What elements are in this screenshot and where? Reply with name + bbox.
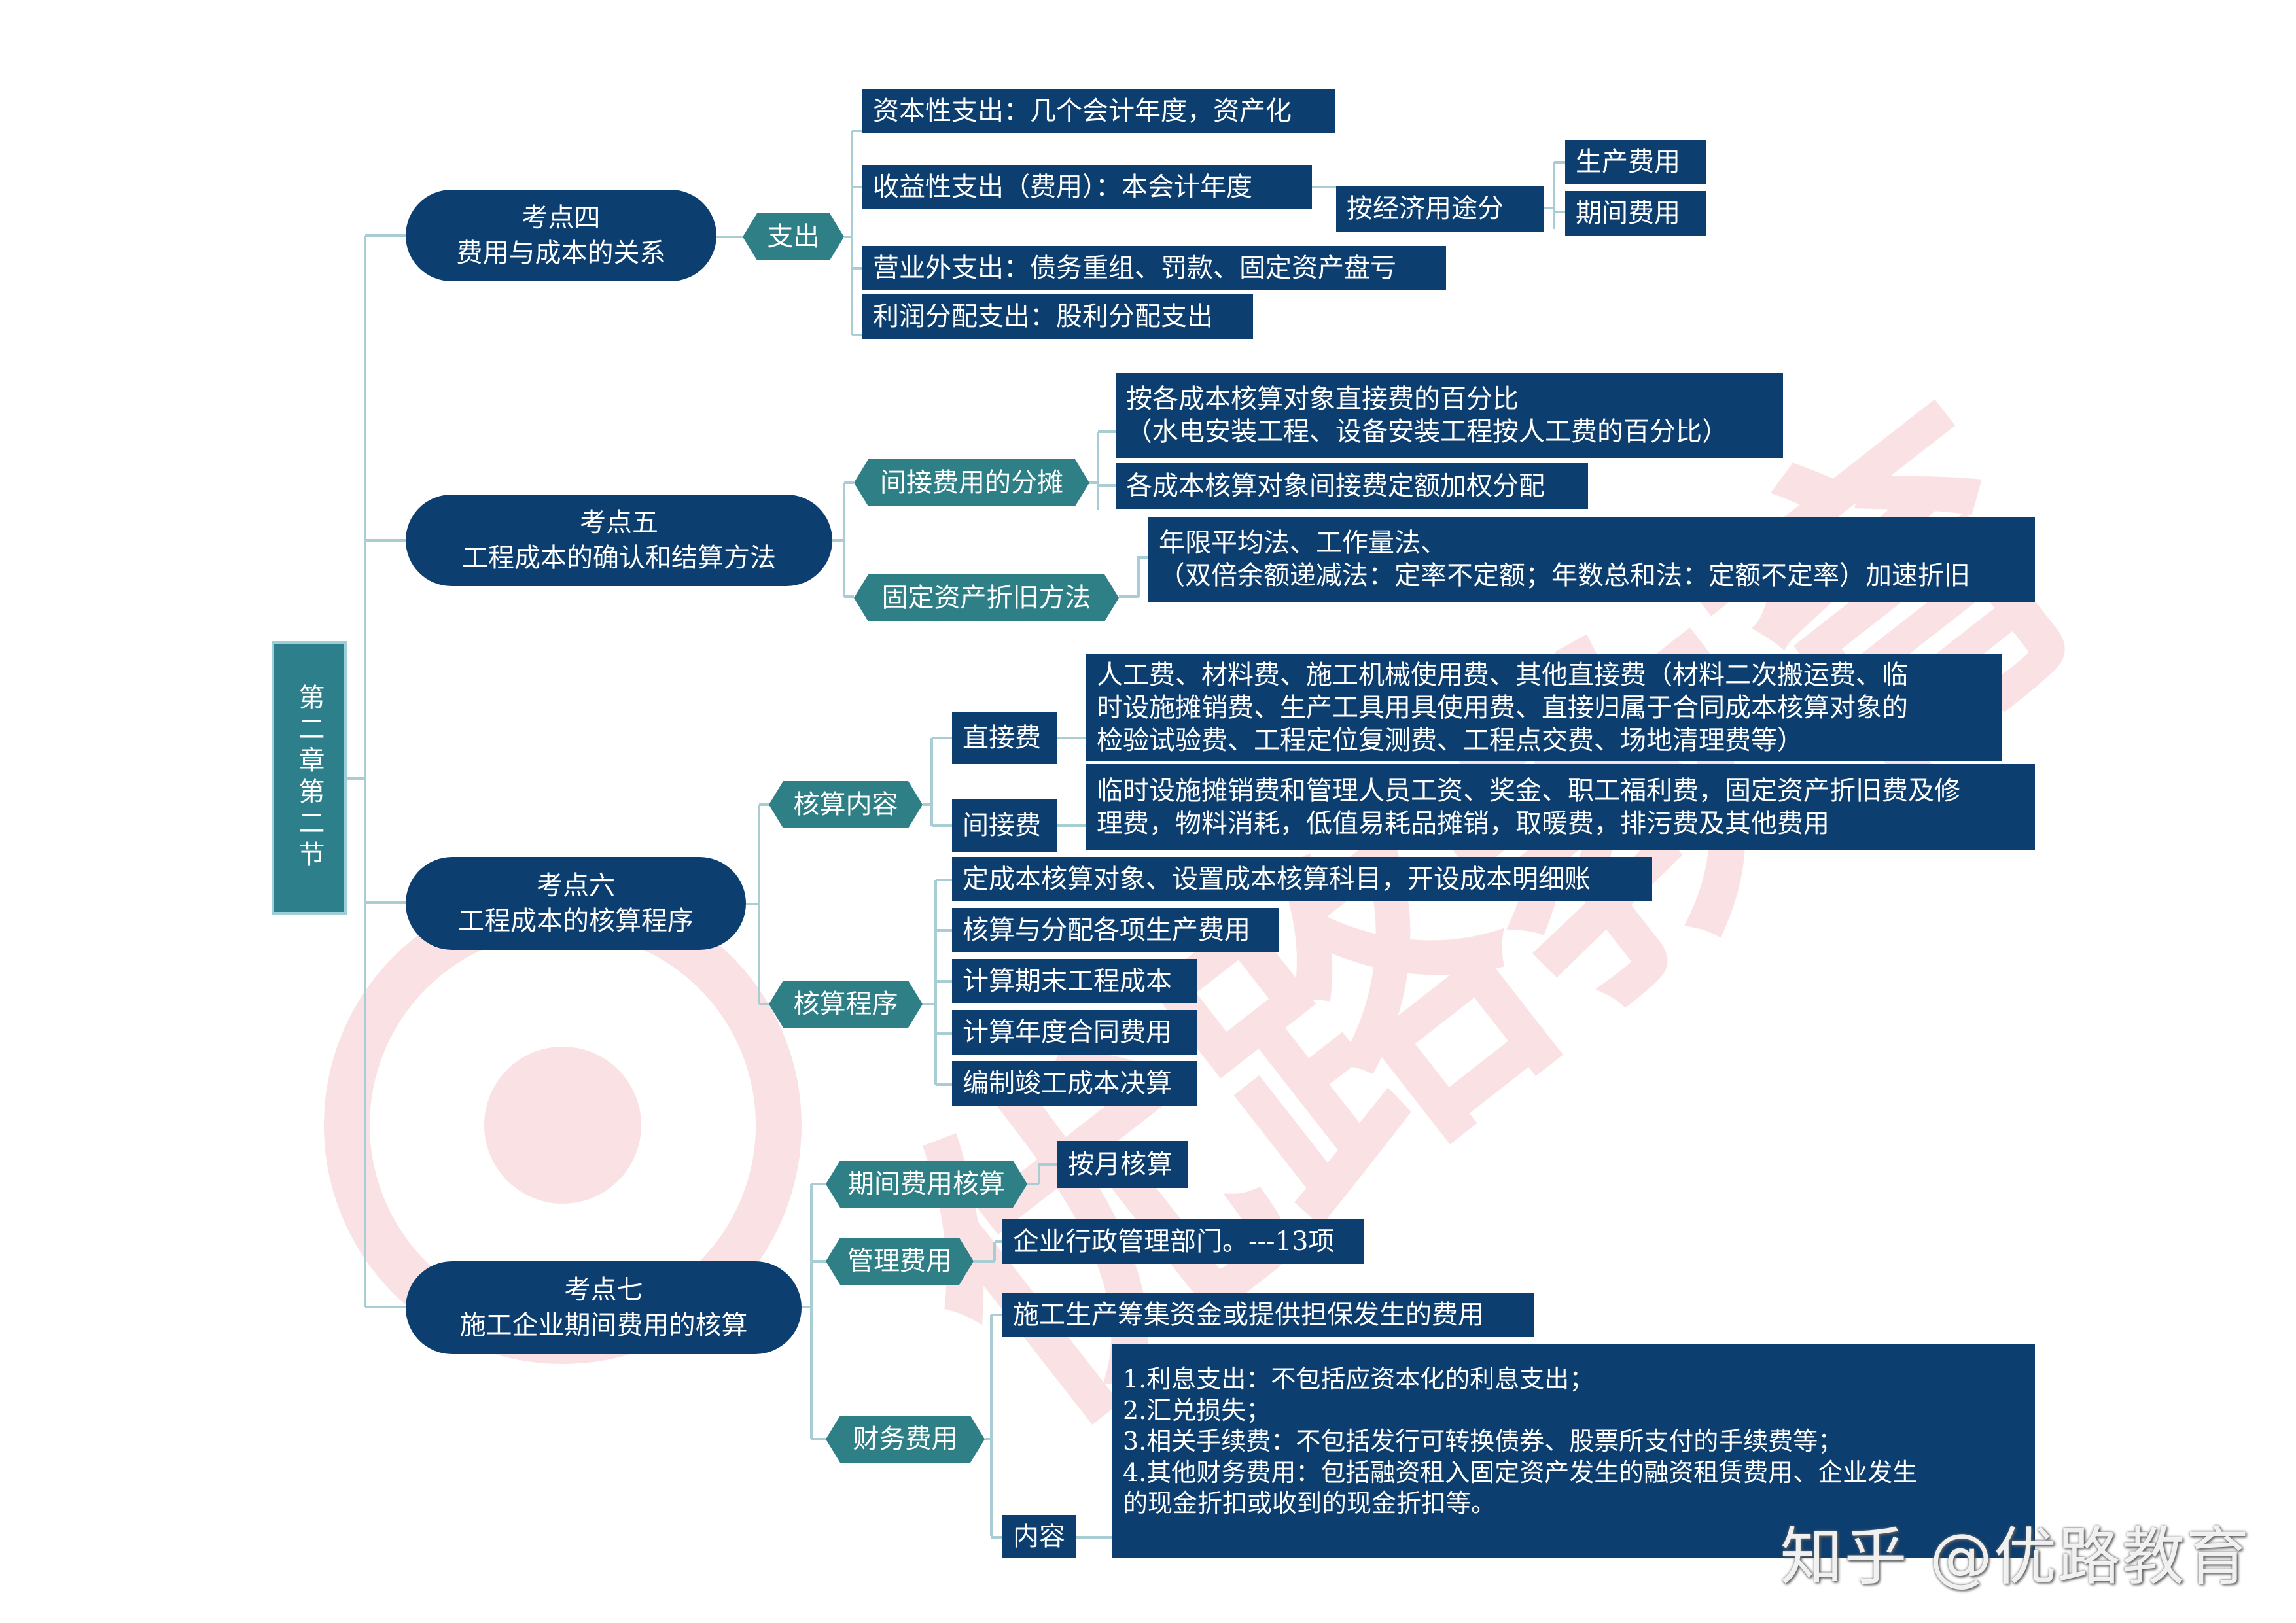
allocation-method-direct-percent[interactable]: 按各成本核算对象直接费的百分比（水电安装工程、设备安装工程按人工费的百分比） bbox=[1116, 373, 1783, 458]
topic-7[interactable]: 考点七施工企业期间费用的核算 bbox=[406, 1261, 802, 1354]
direct-cost-line1: 人工费、材料费、施工机械使用费、其他直接费（材料二次搬运费、临 bbox=[1097, 660, 1908, 690]
depreciation-line2: （双倍余额递减法：定率不定额；年数总和法：定额不定率）加速折旧 bbox=[1159, 561, 1970, 591]
by-economic-use[interactable]: 按经济用途分 bbox=[1336, 186, 1544, 232]
financial-expenses-desc[interactable]: 施工生产筹集资金或提供担保发生的费用 bbox=[1002, 1293, 1534, 1337]
tag-indirect-allocation[interactable]: 间接费用的分摊 bbox=[854, 459, 1089, 506]
allocation-method-line2: （水电安装工程、设备安装工程按人工费的百分比） bbox=[1126, 417, 1728, 447]
revenue-expenditure[interactable]: 收益性支出（费用）：本会计年度 bbox=[862, 165, 1312, 209]
connector-topics bbox=[365, 234, 406, 1308]
connector-t6-detail bbox=[1057, 737, 1086, 827]
tag-management-expenses[interactable]: 管理费用 bbox=[826, 1238, 974, 1285]
procedure-step-5[interactable]: 编制竣工成本决算 bbox=[952, 1061, 1197, 1106]
indirect-cost-line2: 理费，物料消耗，低值易耗品摊销，取暖费，排污费及其他费用 bbox=[1097, 809, 1829, 839]
topic-6-title: 考点六 bbox=[537, 871, 615, 901]
connector-t5 bbox=[832, 481, 854, 598]
tag-depreciation-methods[interactable]: 固定资产折旧方法 bbox=[854, 574, 1119, 621]
connector-finance bbox=[985, 1314, 1002, 1539]
topic-7-subtitle: 施工企业期间费用的核算 bbox=[459, 1310, 748, 1340]
direct-cost[interactable]: 直接费 bbox=[952, 712, 1057, 764]
topic-5-title: 考点五 bbox=[580, 508, 658, 538]
tag-accounting-procedure[interactable]: 核算程序 bbox=[769, 981, 923, 1028]
profit-distribution-expenditure[interactable]: 利润分配支出：股利分配支出 bbox=[862, 294, 1253, 339]
topic-4-title: 考点四 bbox=[521, 203, 601, 233]
depreciation-methods-detail[interactable]: 年限平均法、工作量法、（双倍余额递减法：定率不定额；年数总和法：定额不定率）加速… bbox=[1148, 517, 2035, 602]
procedure-step-4[interactable]: 计算年度合同费用 bbox=[952, 1010, 1197, 1055]
connector-t6 bbox=[746, 803, 769, 1005]
topic-6[interactable]: 考点六工程成本的核算程序 bbox=[406, 857, 746, 950]
tag-period-cost-accounting[interactable]: 期间费用核算 bbox=[826, 1161, 1027, 1208]
capital-expenditure[interactable]: 资本性支出：几个会计年度，资产化 bbox=[862, 89, 1335, 133]
connector-t6-steps bbox=[923, 879, 952, 1086]
topic-4-subtitle: 费用与成本的关系 bbox=[456, 238, 666, 268]
procedure-step-2[interactable]: 核算与分配各项生产费用 bbox=[952, 908, 1279, 952]
financial-expenses-items[interactable]: 1.利息支出：不包括应资本化的利息支出； 2.汇兑损失； 3.相关手续费：不包括… bbox=[1112, 1344, 2035, 1558]
procedure-step-1[interactable]: 定成本核算对象、设置成本核算科目，开设成本明细账 bbox=[952, 857, 1652, 901]
procedure-step-3[interactable]: 计算期末工程成本 bbox=[952, 959, 1197, 1003]
direct-cost-detail[interactable]: 人工费、材料费、施工机械使用费、其他直接费（材料二次搬运费、临时设施摊销费、生产… bbox=[1086, 654, 2002, 761]
topic-4[interactable]: 考点四费用与成本的关系 bbox=[406, 190, 716, 281]
period-cost[interactable]: 期间费用 bbox=[1565, 191, 1706, 236]
direct-cost-line2: 时设施摊销费、生产工具用具使用费、直接归属于合同成本核算对象的 bbox=[1097, 693, 1908, 723]
connector-t6-content bbox=[923, 737, 952, 827]
depreciation-line1: 年限平均法、工作量法、 bbox=[1159, 528, 1447, 558]
connector-t4-items bbox=[844, 130, 862, 336]
finance-item-5: 的现金折扣或收到的现金折扣等。 bbox=[1123, 1489, 1496, 1518]
management-expenses-desc[interactable]: 企业行政管理部门。---13项 bbox=[1002, 1219, 1364, 1264]
indirect-cost-detail[interactable]: 临时设施摊销费和管理人员工资、奖金、职工福利费，固定资产折旧费及修理费，物料消耗… bbox=[1086, 764, 2035, 850]
connector-by-use bbox=[1544, 161, 1565, 229]
monthly-accounting[interactable]: 按月核算 bbox=[1057, 1141, 1188, 1188]
non-operating-expenditure[interactable]: 营业外支出：债务重组、罚款、固定资产盘亏 bbox=[862, 246, 1446, 290]
allocation-method-line1: 按各成本核算对象直接费的百分比 bbox=[1126, 384, 1519, 414]
topic-5[interactable]: 考点五工程成本的确认和结算方法 bbox=[406, 495, 832, 586]
topic-7-title: 考点七 bbox=[564, 1275, 643, 1305]
production-cost[interactable]: 生产费用 bbox=[1565, 140, 1706, 184]
direct-cost-line3: 检验试验费、工程定位复测费、工程点交费、场地清理费等） bbox=[1097, 725, 1803, 756]
connector-mgmt bbox=[974, 1240, 1002, 1263]
connector-monthly bbox=[1027, 1163, 1057, 1185]
finance-item-3: 3.相关手续费：不包括发行可转换债券、股票所支付的手续费等； bbox=[1123, 1427, 1843, 1456]
finance-item-4: 4.其他财务费用：包括融资租入固定资产发生的融资租赁费用、企业发生 bbox=[1123, 1457, 1918, 1487]
root-node[interactable]: 第二章第二节 bbox=[272, 641, 347, 915]
tag-accounting-content[interactable]: 核算内容 bbox=[769, 781, 923, 828]
connector-t5-dep bbox=[1119, 556, 1148, 598]
allocation-method-quota-weighted[interactable]: 各成本核算对象间接费定额加权分配 bbox=[1116, 463, 1588, 509]
stamp-center bbox=[484, 1047, 641, 1204]
connector-t7 bbox=[802, 1183, 826, 1440]
tag-expenditure[interactable]: 支出 bbox=[743, 213, 844, 260]
indirect-cost-line1: 临时设施摊销费和管理人员工资、奖金、职工福利费，固定资产折旧费及修 bbox=[1097, 776, 1960, 806]
connector-t5-alloc bbox=[1089, 430, 1116, 510]
tag-financial-expenses[interactable]: 财务费用 bbox=[826, 1416, 985, 1463]
indirect-cost[interactable]: 间接费 bbox=[952, 799, 1057, 852]
finance-item-2: 2.汇兑损失； bbox=[1123, 1395, 1271, 1425]
financial-expenses-content-label[interactable]: 内容 bbox=[1002, 1515, 1076, 1558]
topic-5-subtitle: 工程成本的确认和结算方法 bbox=[462, 543, 776, 573]
topic-6-subtitle: 工程成本的核算程序 bbox=[458, 906, 694, 936]
finance-item-1: 1.利息支出：不包括应资本化的利息支出； bbox=[1123, 1365, 1595, 1393]
zhihu-watermark: 知乎 @优路教育 bbox=[1780, 1520, 2250, 1594]
